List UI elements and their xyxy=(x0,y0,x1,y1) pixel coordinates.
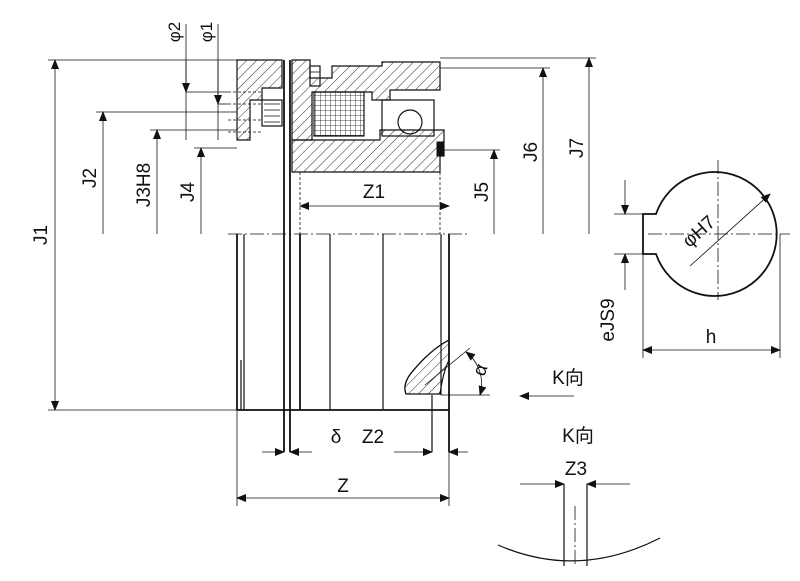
shaft-end-view: φH7 eJS9 h xyxy=(598,160,790,358)
label-phiH7: φH7 xyxy=(679,212,720,252)
label-J6: J6 xyxy=(521,142,542,162)
alpha-leg xyxy=(424,347,471,386)
coil xyxy=(313,91,365,137)
label-k-view-arrow: K向 xyxy=(552,367,584,389)
spring-housing xyxy=(261,99,283,127)
pocket-section xyxy=(404,339,450,395)
label-Z2: Z2 xyxy=(362,427,384,448)
retaining-ring xyxy=(436,141,444,157)
k-detail-view: K向 Z3 xyxy=(497,425,661,566)
label-delta: δ xyxy=(331,427,342,448)
bearing-ball xyxy=(397,109,423,135)
label-Z: Z xyxy=(337,476,349,497)
hub-section xyxy=(291,129,445,173)
shaft-profile xyxy=(642,171,778,297)
label-eJS9: eJS9 xyxy=(598,298,619,341)
label-J4: J4 xyxy=(178,182,199,203)
bearing-outline xyxy=(381,99,435,137)
dim-phiH7 xyxy=(689,193,771,267)
k-arc xyxy=(497,537,661,562)
spring-coils xyxy=(264,103,280,123)
alpha-arc xyxy=(465,351,487,396)
label-J2: J2 xyxy=(80,168,101,188)
label-J3H8: J3H8 xyxy=(134,163,155,207)
label-J1: J1 xyxy=(31,225,52,245)
label-J5: J5 xyxy=(472,182,493,202)
label-k-view-title: K向 xyxy=(562,425,594,447)
label-h: h xyxy=(706,327,717,348)
bolt xyxy=(309,65,321,87)
label-Z3: Z3 xyxy=(565,459,587,480)
label-phi2: φ2 xyxy=(165,22,184,42)
label-alpha: α xyxy=(469,361,492,379)
label-J7: J7 xyxy=(567,138,588,158)
housing-right-section xyxy=(291,59,441,141)
section-view xyxy=(228,59,470,452)
dimensions: J1 J2 J3H8 J4 φ2 φ1 J5 J6 J7 Z1 δ Z2 Z α… xyxy=(31,22,596,506)
label-Z1: Z1 xyxy=(363,182,385,203)
pocket-outline xyxy=(404,339,450,395)
label-phi1: φ1 xyxy=(197,22,216,42)
